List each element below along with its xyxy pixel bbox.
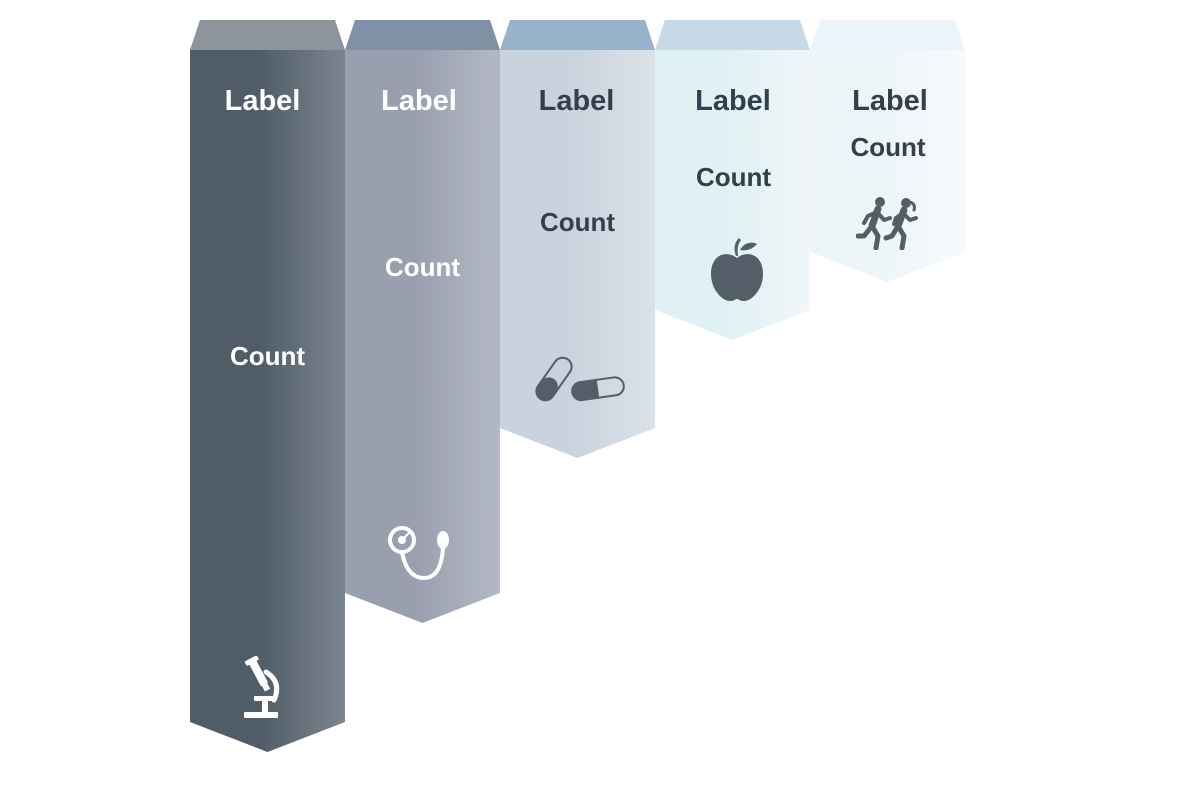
banner-3-count: Count — [539, 207, 616, 237]
apple-icon — [709, 238, 765, 302]
banner-2-body — [345, 50, 500, 623]
runners-icon — [856, 196, 920, 250]
banner-1-label: Label — [224, 85, 301, 117]
banner-2-cap — [345, 20, 500, 50]
banner-3-cap — [500, 20, 655, 50]
banner-5-body — [810, 50, 965, 282]
banner-5-label: Label — [852, 85, 928, 117]
banner-1-cap — [190, 20, 345, 50]
banner-5-count: Count — [850, 132, 926, 162]
banner-2-label: Label — [381, 85, 457, 117]
banner-4-count: Count — [695, 162, 772, 192]
banner-3-body — [500, 50, 655, 458]
banner-4-cap — [655, 20, 810, 50]
banner-3-label: Label — [538, 85, 615, 117]
microscope-icon — [240, 656, 284, 720]
banner-5-cap — [810, 20, 965, 50]
banner-1-count: Count — [229, 341, 306, 371]
banner-4-body — [655, 50, 810, 340]
stethoscope-icon — [387, 520, 453, 582]
banner-1-body — [190, 50, 345, 752]
banner-4-label: Label — [695, 85, 771, 117]
banner-2-count: Count — [384, 252, 461, 282]
pills-icon — [534, 352, 626, 406]
